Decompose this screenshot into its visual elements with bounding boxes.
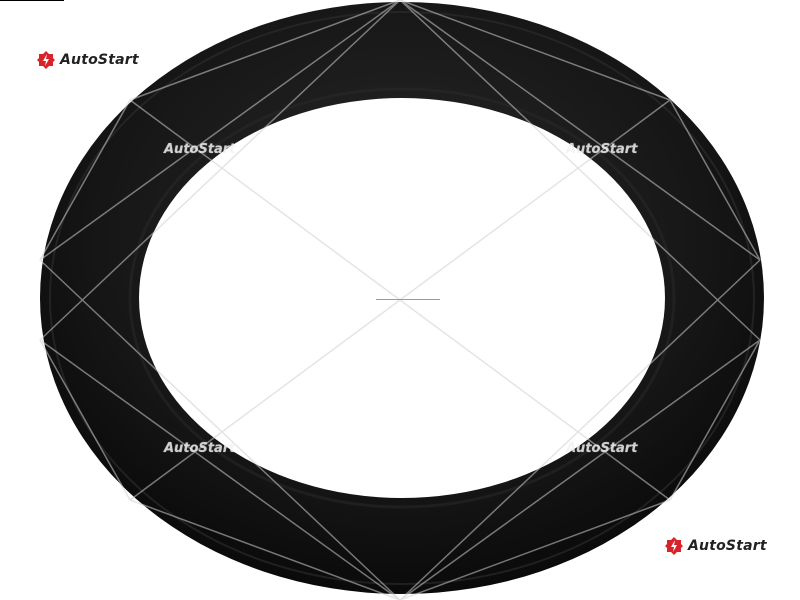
ring-highlight-outer	[49, 11, 755, 585]
watermark-text: AutoStart	[566, 142, 638, 157]
watermark-lines	[39, 0, 761, 600]
brand-logo-bottom-right: AutoStart	[664, 536, 767, 556]
brand-gear-bolt-icon	[37, 51, 55, 69]
watermark-text: AutoStart	[164, 142, 236, 157]
corner-mark	[0, 0, 64, 1]
brand-name: AutoStart	[688, 538, 767, 554]
brand-logo-top-left: AutoStart	[36, 50, 139, 70]
watermark-text: AutoStart	[566, 441, 638, 456]
watermark-text: AutoStart	[164, 441, 236, 456]
brand-gear-bolt-icon	[665, 537, 683, 555]
ring-highlight-inner	[128, 87, 676, 509]
brand-name: AutoStart	[60, 52, 139, 68]
center-mark	[376, 299, 440, 300]
